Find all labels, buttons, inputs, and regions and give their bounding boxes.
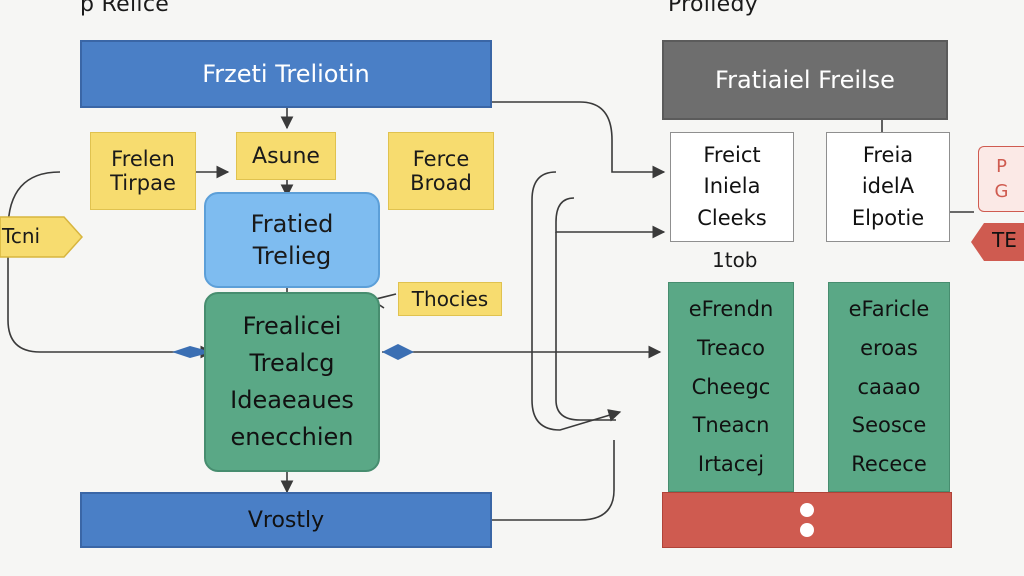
yellow-note-right-line-1: Ferce	[412, 147, 470, 171]
red-footer-dot-bottom	[800, 523, 814, 537]
bottom-process-bar: Vrostly	[80, 492, 492, 548]
white-card-left-line-1: Freict	[703, 142, 761, 167]
blue-step-box: Fratied Trelieg	[204, 192, 380, 288]
white-card-left-line-3: Cleeks	[697, 205, 767, 230]
yellow-note-left-line-1: Frelen	[111, 147, 175, 171]
green-column-right-line-5: Recece	[851, 452, 927, 477]
top-process-bar-label: Frzeti Treliotin	[202, 60, 370, 88]
red-arrow-tab	[971, 223, 1024, 261]
green-column-left-line-4: Tneacn	[692, 413, 770, 438]
green-step-box-line-3: Ideaeaues	[230, 386, 354, 414]
heading-right: Proliedy	[668, 0, 759, 17]
white-card-right-line-2: idelA	[861, 174, 915, 199]
connector-bracket-outer	[531, 171, 622, 431]
callout-note-label: Thocies	[411, 287, 489, 311]
yellow-note-left-line-2: Tirpae	[110, 171, 176, 195]
red-arrow-tab-label: TE	[992, 228, 1017, 252]
red-outline-tab: P G	[978, 146, 1024, 212]
yellow-note-right: Ferce Broad	[388, 132, 494, 210]
green-column-right-line-3: caaao	[857, 374, 921, 399]
white-card-right-line-1: Freia	[862, 142, 914, 167]
green-column-left-line-2: Treaco	[696, 335, 766, 360]
green-column-left: eFrendn Treaco Cheegc Tneacn Irtacej	[668, 282, 794, 492]
green-column-right-line-2: eroas	[860, 335, 918, 360]
blue-arrow-head-right	[382, 344, 414, 360]
yellow-note-right-line-2: Broad	[410, 171, 472, 195]
bottom-process-bar-label: Vrostly	[247, 507, 325, 533]
green-column-left-line-3: Cheegc	[691, 374, 771, 399]
under-card-label: 1tob	[712, 248, 758, 272]
green-step-box-line-4: enecchien	[230, 423, 354, 452]
white-card-left: Freict Iniela Cleeks	[670, 132, 794, 242]
yellow-note-middle-label: Asune	[252, 143, 320, 169]
red-footer-dot-top	[800, 503, 814, 517]
red-outline-tab-line-1: P	[996, 155, 1007, 177]
gray-process-bar: Fratiaiel Freilse	[662, 40, 948, 120]
white-card-right: Freia idelA Elpotie	[826, 132, 950, 242]
yellow-note-left: Frelen Tirpae	[90, 132, 196, 210]
green-column-right: eFaricle eroas caaao Seosce Recece	[828, 282, 950, 492]
white-card-left-line-2: Iniela	[703, 174, 761, 199]
red-footer-bar	[662, 492, 952, 548]
callout-note: Thocies	[398, 282, 502, 316]
gray-process-bar-label: Fratiaiel Freilse	[715, 66, 895, 94]
heading-left: p Reilce	[80, 0, 170, 17]
green-step-box: Frealicei Trealcg Ideaeaues enecchien	[204, 292, 380, 472]
connector-bottom-loop	[492, 440, 615, 521]
connector-bracket-inner	[555, 197, 666, 239]
green-column-right-line-4: Seosce	[851, 413, 927, 438]
top-process-bar: Frzeti Treliotin	[80, 40, 492, 108]
connector-top-to-right	[492, 101, 666, 179]
white-card-right-line-3: Elpotie	[851, 205, 925, 230]
side-tag	[0, 216, 84, 258]
side-tag-label: Tcni	[2, 224, 41, 248]
yellow-note-middle: Asune	[236, 132, 336, 180]
blue-step-box-line-1: Fratied	[250, 209, 334, 238]
connector-bracket-inner-down	[555, 232, 616, 421]
green-step-box-line-2: Trealcg	[249, 348, 335, 377]
green-column-right-line-1: eFaricle	[848, 296, 930, 321]
green-column-left-line-1: eFrendn	[688, 296, 774, 321]
green-column-left-line-5: Irtacej	[697, 452, 765, 477]
blue-step-box-line-2: Trelieg	[252, 242, 332, 270]
green-step-box-line-1: Frealicei	[242, 311, 342, 340]
red-outline-tab-line-2: G	[994, 181, 1009, 202]
